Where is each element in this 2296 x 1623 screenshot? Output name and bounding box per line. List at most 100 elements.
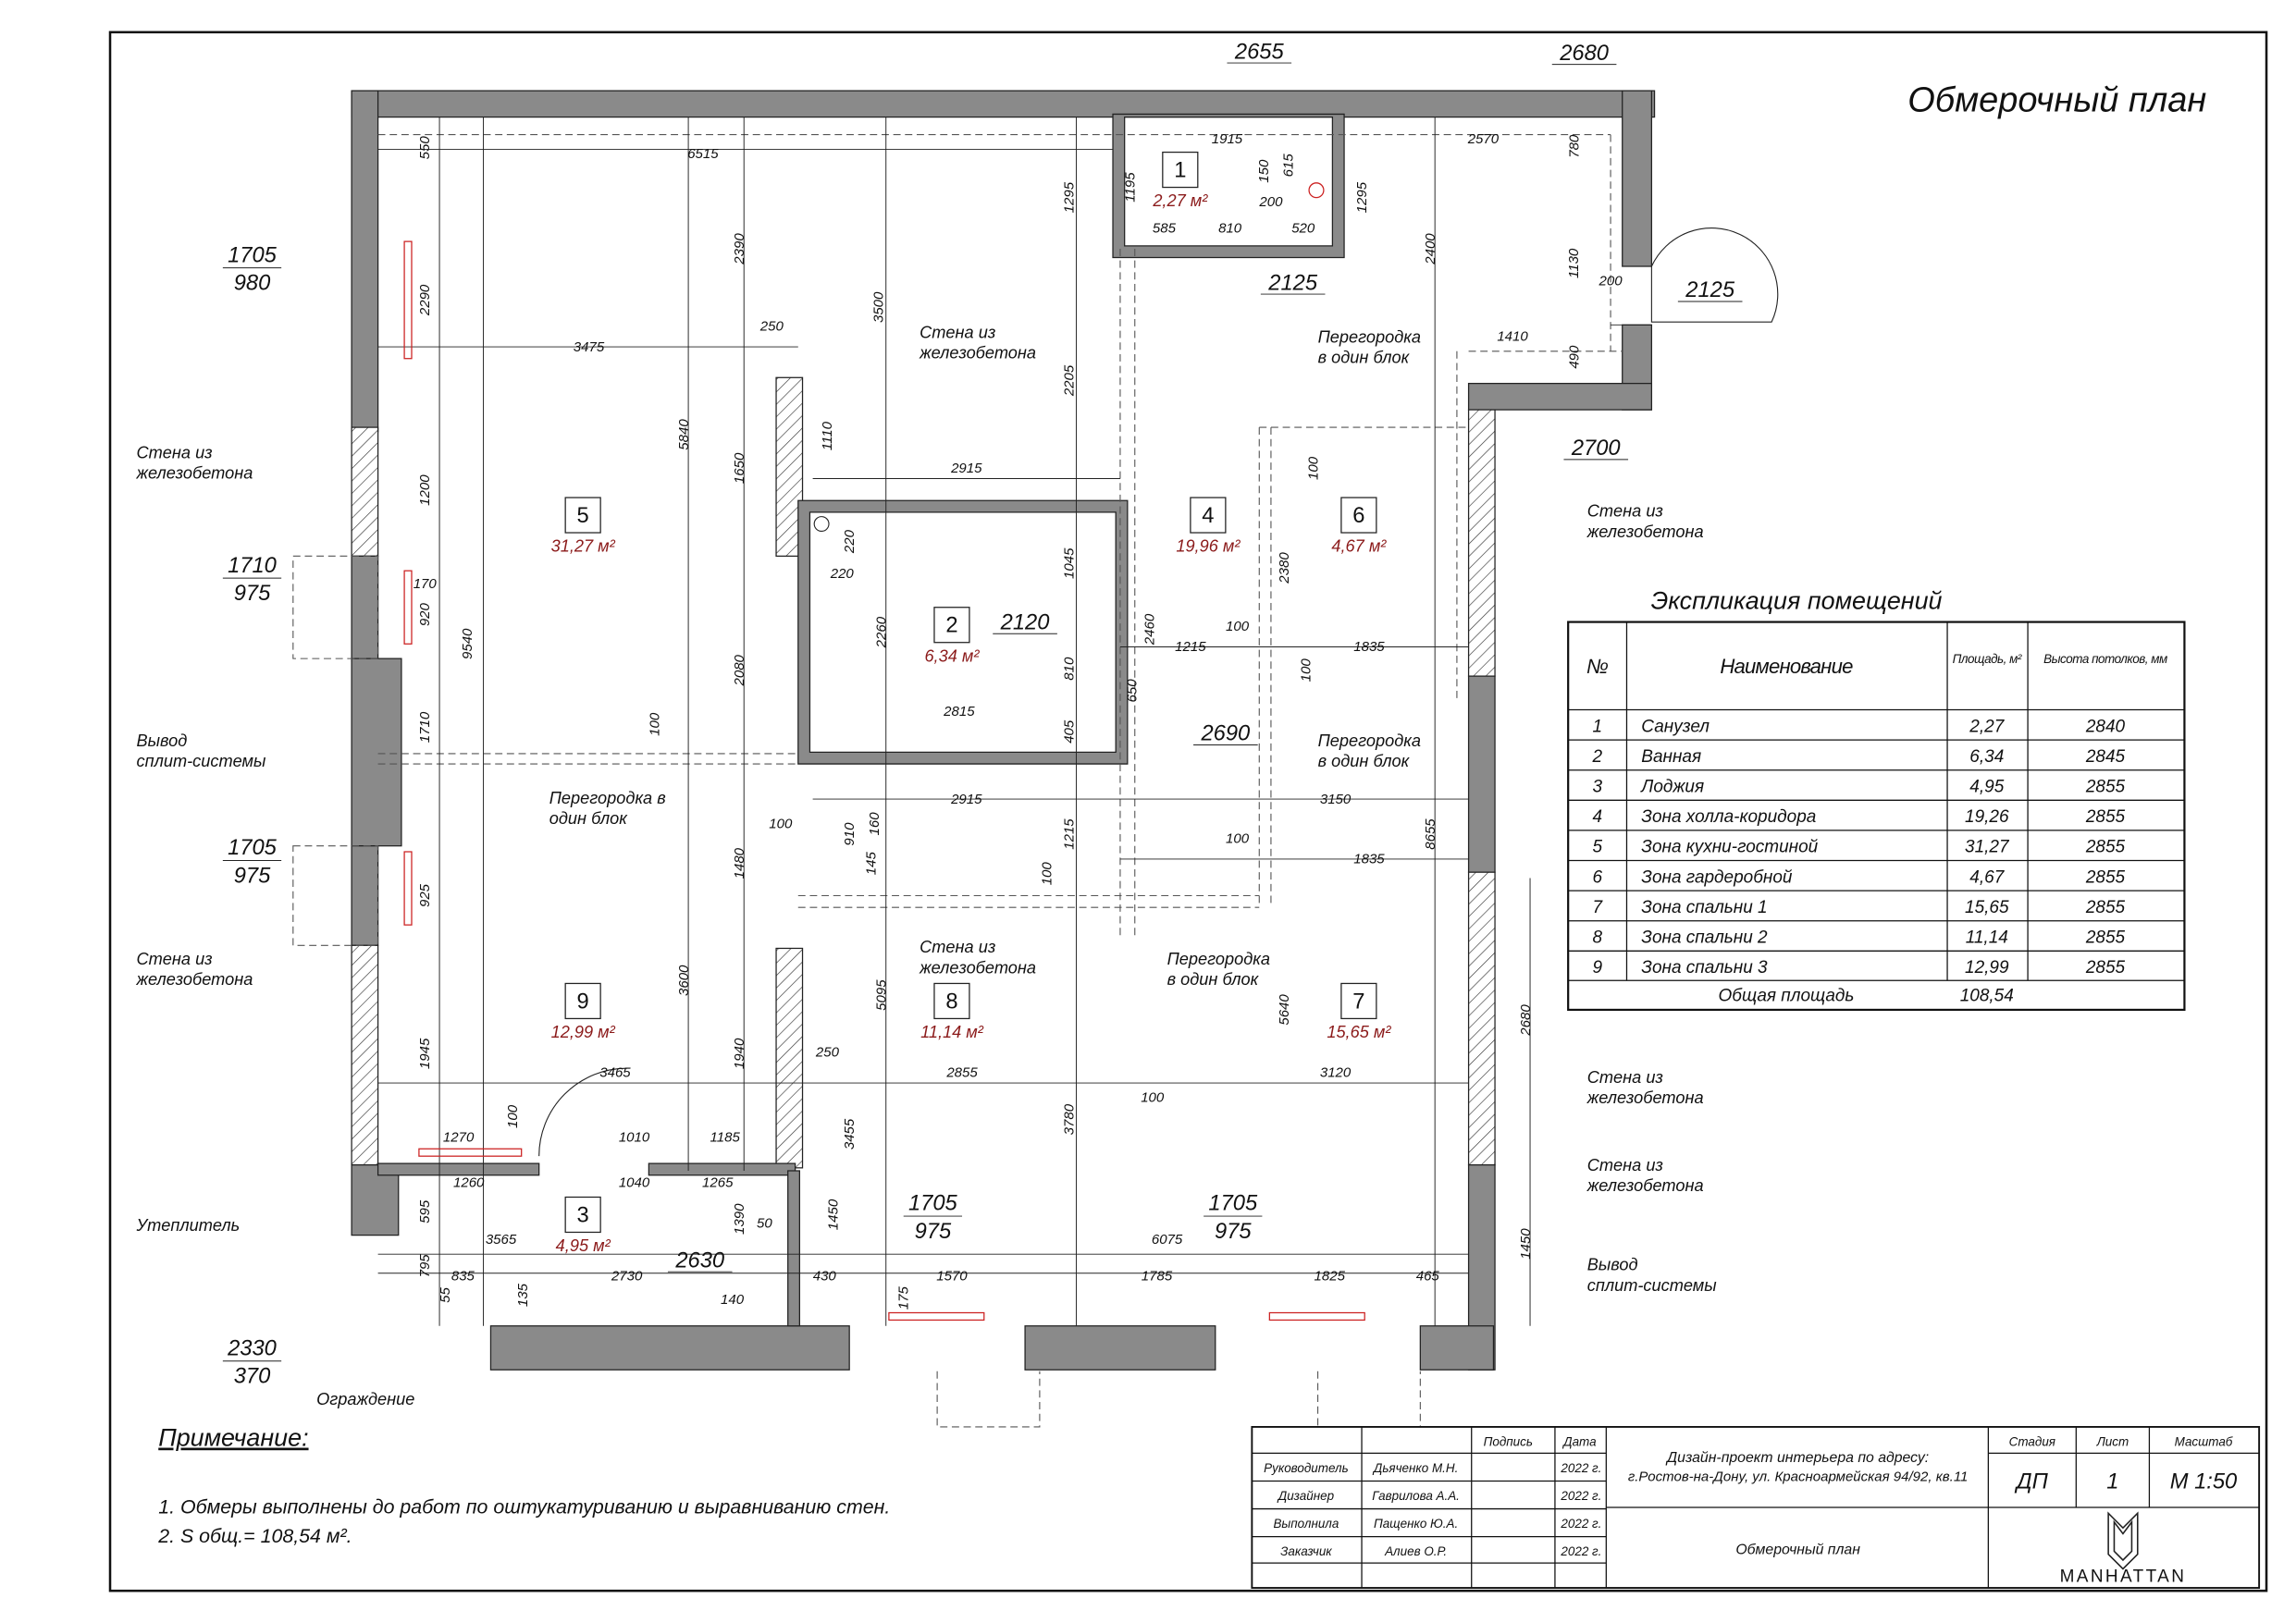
date-value: 2022 г. xyxy=(1560,1517,1601,1531)
dimension-label: 615 xyxy=(1281,154,1297,178)
dimension-label: 50 xyxy=(757,1216,772,1232)
annotation-line-2: железобетона xyxy=(919,958,1036,977)
dimension-label: 5640 xyxy=(1277,994,1292,1026)
header-number: № xyxy=(1586,655,1609,678)
dimension-label: 200 xyxy=(1599,274,1623,289)
dimension-label: 1195 xyxy=(1123,172,1139,203)
dimension-label: 3120 xyxy=(1320,1065,1352,1081)
row-height: 2855 xyxy=(2085,867,2126,887)
row-number: 4 xyxy=(1593,807,1603,827)
dimension-label: 2205 xyxy=(1061,364,1077,397)
row-name: Зона гардеробной xyxy=(1641,867,1793,887)
dimension-label: 100 xyxy=(1040,862,1055,886)
window-height: 975 xyxy=(234,582,271,606)
row-number: 6 xyxy=(1593,867,1603,887)
row-number: 3 xyxy=(1593,777,1603,796)
dimension-label: 3455 xyxy=(842,1118,858,1150)
dimension-label: 220 xyxy=(830,566,855,582)
annotation-line-1: Перегородка xyxy=(1167,950,1270,968)
dimension-label: 3780 xyxy=(1061,1103,1077,1135)
room-area: 31,27 м² xyxy=(551,537,616,556)
dimension-label: 2390 xyxy=(732,233,747,265)
annotation-line-1: Перегородка xyxy=(1318,732,1421,750)
explication-title: Экспликация помещений xyxy=(1651,586,1943,614)
annotation-line-1: Стена из xyxy=(1587,1156,1663,1174)
dimension-label: 1295 xyxy=(1354,181,1370,213)
dimension-label: 2290 xyxy=(417,284,433,316)
window-width: 2330 xyxy=(227,1336,277,1360)
row-area: 12,99 xyxy=(1965,958,2009,977)
dimension-label: 3600 xyxy=(676,965,692,996)
dimension-label: 1215 xyxy=(1175,639,1206,655)
room-number-box xyxy=(564,982,601,1020)
window-height: 975 xyxy=(1215,1220,1252,1244)
dimension-label: 1570 xyxy=(936,1269,968,1285)
annotation-line-2: в один блок xyxy=(1167,970,1260,989)
window-height: 980 xyxy=(234,271,271,295)
dimension-label: 650 xyxy=(1124,679,1140,703)
room-number: 7 xyxy=(1352,990,1364,1014)
row-number: 5 xyxy=(1593,838,1603,857)
row-area: 11,14 xyxy=(1966,928,2008,947)
dimension-label: 1270 xyxy=(443,1129,475,1145)
annotation-line-2: железобетона xyxy=(1586,1088,1704,1107)
window-width: 1710 xyxy=(228,554,277,578)
room-number: 3 xyxy=(577,1203,589,1227)
role-label: Заказчик xyxy=(1280,1544,1332,1558)
room-number-box xyxy=(564,497,601,534)
row-height: 2845 xyxy=(2085,747,2126,767)
room-number: 8 xyxy=(945,990,957,1014)
height-callout: 2700 xyxy=(1571,436,1621,461)
person-name: Дьяченко М.Н. xyxy=(1372,1461,1458,1475)
dimension-label: 3150 xyxy=(1320,792,1352,807)
dimension-label: 8655 xyxy=(1423,818,1438,850)
stage-value: ДП xyxy=(2014,1469,2049,1494)
dimension-label: 405 xyxy=(1061,719,1077,744)
dimension-label: 1650 xyxy=(732,452,747,484)
dimension-label: 1450 xyxy=(826,1199,842,1230)
dimension-label: 1915 xyxy=(1212,131,1243,147)
height-callout: 2120 xyxy=(1000,610,1050,634)
dimension-label: 550 xyxy=(417,136,433,160)
row-number: 7 xyxy=(1593,898,1604,917)
sign-label: Подпись xyxy=(1484,1435,1533,1449)
height-callout: 2125 xyxy=(1685,278,1735,302)
date-value: 2022 г. xyxy=(1560,1544,1601,1558)
window-width: 1705 xyxy=(1208,1192,1258,1216)
annotation-line-2: сплит-системы xyxy=(1587,1276,1718,1295)
annotation-line-2: железобетона xyxy=(1586,523,1704,541)
header-height: Высота потолков, мм xyxy=(2043,652,2167,666)
annotation-line-2: железобетона xyxy=(919,344,1036,363)
annotation-line-1: Стена из xyxy=(920,324,995,342)
dimension-label: 200 xyxy=(1258,194,1283,210)
window-width: 1705 xyxy=(908,1192,958,1216)
dimension-label: 1200 xyxy=(417,474,433,506)
room-number-box xyxy=(933,982,970,1020)
dimension-label: 925 xyxy=(417,883,433,907)
row-area: 4,95 xyxy=(1969,777,2004,796)
height-callout: 2690 xyxy=(1200,722,1250,746)
dimension-label: 2680 xyxy=(1518,1004,1534,1037)
dimension-label: 9540 xyxy=(460,628,475,659)
room-area: 2,27 м² xyxy=(1152,191,1208,210)
dimension-label: 2815 xyxy=(943,704,975,719)
row-area: 31,27 xyxy=(1965,838,2010,857)
dimension-label: 1010 xyxy=(619,1129,650,1145)
room-area: 15,65 м² xyxy=(1327,1023,1391,1041)
annotation-line-2: в один блок xyxy=(1318,348,1411,366)
dimension-label: 1835 xyxy=(1353,852,1385,867)
dimension-label: 5095 xyxy=(874,979,890,1011)
dimension-label: 100 xyxy=(1299,658,1315,682)
note-line-2: 2. S общ.= 108,54 м². xyxy=(157,1525,352,1547)
person-name: Гаврилова А.А. xyxy=(1372,1489,1460,1503)
row-height: 2855 xyxy=(2085,777,2126,796)
dimension-label: 1260 xyxy=(453,1174,485,1190)
person-name: Алиев О.Р. xyxy=(1384,1544,1447,1558)
dimension-label: 1710 xyxy=(417,711,433,743)
row-height: 2855 xyxy=(2085,807,2126,827)
row-area: 19,26 xyxy=(1965,807,2009,827)
dimension-label: 780 xyxy=(1566,134,1582,158)
